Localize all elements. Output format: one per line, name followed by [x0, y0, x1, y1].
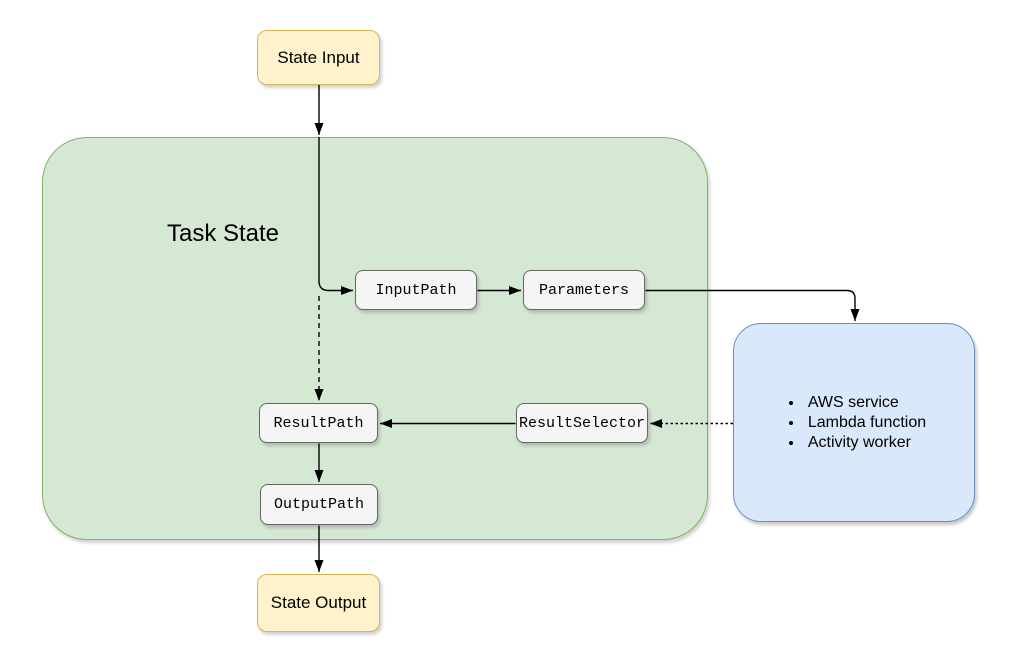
task-state-label: Task State	[166, 220, 280, 247]
state-input-label: State Input	[277, 47, 360, 67]
service-item: AWS service	[804, 394, 926, 412]
task-state-container: Task State	[42, 137, 708, 540]
input-path-node: InputPath	[355, 270, 477, 310]
output-path-node: OutputPath	[260, 484, 378, 525]
input-path-label: InputPath	[375, 281, 457, 299]
parameters-label: Parameters	[538, 281, 629, 299]
state-input-node: State Input	[257, 30, 380, 85]
result-selector-label: ResultSelector	[518, 414, 646, 432]
result-path-label: ResultPath	[273, 414, 364, 432]
service-item: Activity worker	[804, 434, 926, 452]
service-item: Lambda function	[804, 414, 926, 432]
service-bullet-list: AWS service Lambda function Activity wor…	[782, 392, 926, 454]
result-selector-node: ResultSelector	[516, 403, 648, 443]
state-output-node: State Output	[257, 574, 380, 632]
service-node: AWS service Lambda function Activity wor…	[733, 323, 975, 522]
state-output-label: State Output	[270, 593, 367, 612]
result-path-node: ResultPath	[259, 403, 378, 443]
output-path-label: OutputPath	[273, 496, 364, 513]
parameters-node: Parameters	[523, 270, 645, 310]
